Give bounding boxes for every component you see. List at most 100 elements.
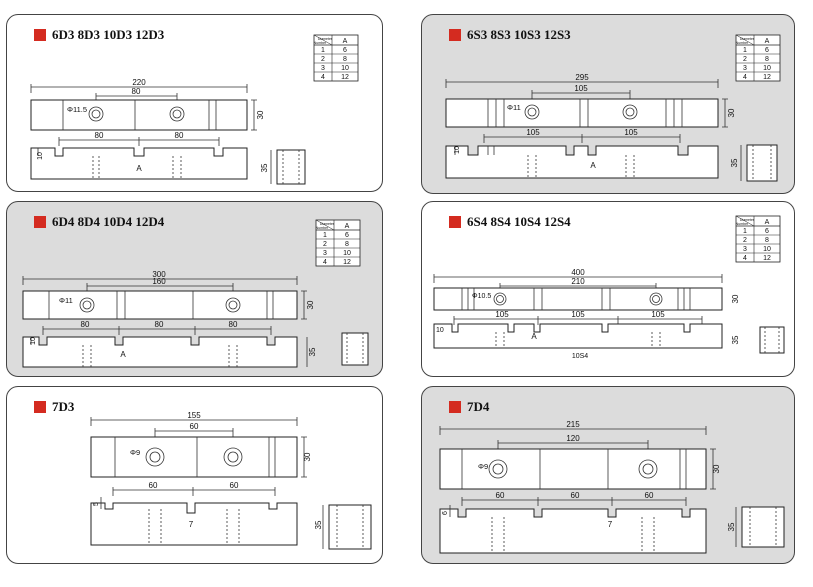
- dim-slot-3: 80: [229, 320, 238, 329]
- dim-slot-3: 60: [645, 491, 654, 500]
- part-label: 10S4: [572, 353, 588, 360]
- dim-total: 400: [571, 268, 585, 277]
- dim-depth: 10: [37, 152, 44, 160]
- dim-slot-1: 80: [81, 320, 90, 329]
- panel-title-text: 6D4 8D4 10D4 12D4: [52, 214, 165, 229]
- section-marker: A: [120, 350, 126, 359]
- table-cell: 8: [765, 56, 769, 63]
- red-square-icon: [449, 401, 461, 413]
- panel-title-text: 6S4 8S4 10S4 12S4: [467, 214, 571, 229]
- section-marker: 7: [189, 520, 194, 529]
- table-cell: 6: [343, 47, 347, 54]
- red-square-icon: [34, 401, 46, 413]
- dim-hole-diameter: Φ11: [507, 103, 521, 112]
- panel-title: 7D3: [34, 399, 74, 415]
- table-cell: 1: [321, 47, 325, 54]
- dim-depth: 10: [436, 327, 444, 334]
- panel-7d3: 7D3 155 60 Φ9 30 60 60 7 5 35: [6, 386, 383, 564]
- panel-title-text: 6S3 8S3 10S3 12S3: [467, 27, 571, 42]
- dim-slot-right: 105: [624, 128, 638, 137]
- table-cell: 10: [343, 250, 351, 257]
- drawing-7d4: 215 120 Φ9 30 60 60 60 7 6 35: [439, 420, 785, 554]
- table-cell: 8: [345, 241, 349, 248]
- section-marker: A: [531, 332, 537, 341]
- dim-side-height: 35: [727, 522, 736, 531]
- table-cell: 3: [321, 65, 325, 72]
- dim-total: 155: [187, 411, 201, 420]
- table-cell: 3: [743, 65, 747, 72]
- dim-slot-right: 60: [230, 481, 239, 490]
- table-cell: 2: [321, 56, 325, 63]
- dim-side-height: 35: [730, 158, 739, 167]
- dim-slot-left: 60: [149, 481, 158, 490]
- side-view: [30, 137, 306, 185]
- table-cell: 2: [743, 56, 747, 63]
- dim-depth: 6: [442, 511, 449, 515]
- top-view: [30, 84, 257, 131]
- table-cell: 12: [341, 74, 349, 81]
- table-cell: 4: [743, 74, 747, 81]
- table-cell: 10: [763, 246, 771, 253]
- dim-hole-spacing: 60: [190, 422, 199, 431]
- dim-total: 215: [566, 420, 580, 429]
- dim-height: 30: [727, 108, 736, 117]
- table-cell: 3: [743, 246, 747, 253]
- table-cell: 6: [345, 232, 349, 239]
- dim-depth: 10: [454, 146, 461, 154]
- table-header-diameter: Diameter: [320, 222, 335, 226]
- panel-title: 6D4 8D4 10D4 12D4: [34, 214, 164, 230]
- table-cell: 2: [323, 241, 327, 248]
- table-cell: 8: [343, 56, 347, 63]
- red-square-icon: [449, 29, 461, 41]
- dim-slot-3: 105: [651, 310, 665, 319]
- table-cell: 4: [321, 74, 325, 81]
- table-cell: 6: [765, 47, 769, 54]
- table-cell: 4: [323, 259, 327, 266]
- dim-side-height: 35: [314, 520, 323, 529]
- dim-hole-spacing: 105: [574, 84, 588, 93]
- dim-depth: 10: [30, 337, 37, 345]
- dim-hole-spacing: 120: [566, 434, 580, 443]
- table-cell: 3: [323, 250, 327, 257]
- drawing-7d3: 155 60 Φ9 30 60 60 7 5 35: [90, 411, 372, 550]
- dim-side-height: 35: [260, 163, 269, 172]
- dim-hole-diameter: Φ9: [130, 448, 140, 457]
- dim-depth: 5: [93, 502, 100, 506]
- top-view: [90, 417, 372, 550]
- dim-height: 30: [306, 300, 315, 309]
- dim-height: 30: [731, 294, 740, 303]
- red-square-icon: [34, 216, 46, 228]
- table-header-diameter: Diameter: [740, 37, 755, 41]
- dim-hole-diameter: Φ10.5: [472, 293, 491, 300]
- dim-slot-2: 80: [155, 320, 164, 329]
- dim-total: 300: [152, 270, 166, 279]
- red-square-icon: [449, 216, 461, 228]
- dim-hole-diameter: Φ9: [478, 462, 488, 471]
- dim-total: 220: [132, 78, 146, 87]
- table-cell: 12: [763, 255, 771, 262]
- panel-title-text: 6D3 8D3 10D3 12D3: [52, 27, 165, 42]
- panel-7d4: 7D4 215 120 Φ9 30 60 60 60 7 6 35: [421, 386, 795, 564]
- table-cell: 10: [763, 65, 771, 72]
- table-header-number: Number: [314, 41, 327, 45]
- table-header-diameter: Diameter: [740, 218, 755, 222]
- dim-height: 30: [303, 452, 312, 461]
- section-marker: 7: [608, 520, 613, 529]
- table-cell: 1: [323, 232, 327, 239]
- red-square-icon: [34, 29, 46, 41]
- dim-slot-left: 80: [95, 131, 104, 140]
- table-cell: 8: [765, 237, 769, 244]
- table-cell: 6: [765, 228, 769, 235]
- table-cell: 12: [343, 259, 351, 266]
- table-cell: 2: [743, 237, 747, 244]
- table-header-a: A: [765, 38, 770, 45]
- top-view: [439, 426, 785, 554]
